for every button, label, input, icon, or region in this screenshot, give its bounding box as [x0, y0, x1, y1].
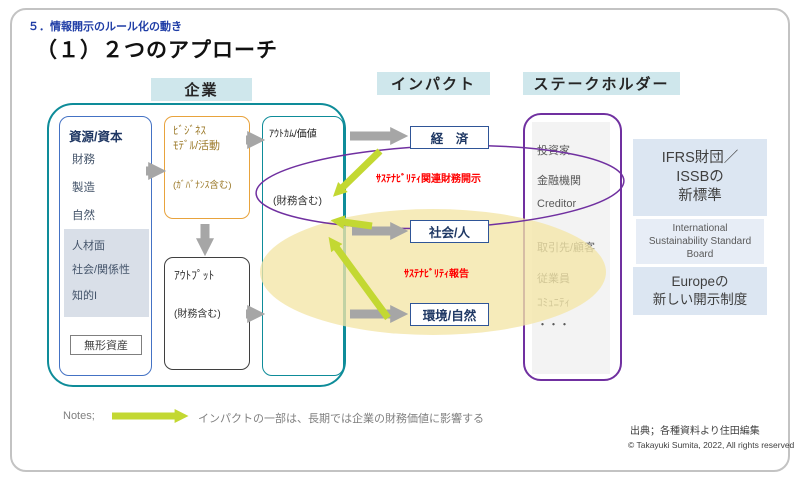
- stakeholder-employees: 従業員: [537, 273, 570, 285]
- intangible-assets-box: 無形資産: [70, 335, 142, 355]
- notes-text: インパクトの一部は、長期では企業の財務価値に影響する: [198, 413, 484, 425]
- header-company: 企業: [151, 78, 252, 101]
- stakeholder-etc: ・・・: [537, 319, 570, 331]
- resource-item-social: 社会/関係性: [72, 264, 131, 276]
- stakeholder-box: 投資家 金融機関 Creditor 取引先/顧客 従業員 ｺﾐｭﾆﾃｨ ・・・: [523, 113, 622, 381]
- output-box: ｱｳﾄﾌﾟｯﾄ (財務含む): [164, 257, 250, 370]
- header-stakeholder: ステークホルダー: [523, 72, 680, 95]
- output-label: ｱｳﾄﾌﾟｯﾄ: [174, 270, 215, 282]
- stakeholder-community: ｺﾐｭﾆﾃｨ: [537, 297, 570, 309]
- label-sustainability-report: ｻｽﾃﾅﾋﾞﾘﾃｨ報告: [404, 269, 469, 280]
- stakeholder-business-partners: 取引先/顧客: [537, 242, 596, 254]
- resources-box: 資源/資本 財務 製造 自然 人材面 社会/関係性 知的I 無形資産: [59, 116, 152, 376]
- panel-issb-fullname: International Sustainability Standard Bo…: [636, 219, 764, 264]
- impact-society-box: 社会/人: [410, 220, 489, 243]
- notes-label: Notes;: [63, 410, 95, 422]
- section-label: ５．情報開示のルール化の動き: [28, 21, 182, 33]
- resource-item-human: 人材面: [72, 240, 105, 252]
- header-impact: インパクト: [377, 72, 490, 95]
- output-note: (財務含む): [174, 309, 221, 320]
- outcome-note: (財務含む): [273, 195, 322, 207]
- stakeholder-investors: 投資家: [537, 145, 570, 157]
- page-title: （１）２つのアプローチ: [36, 39, 278, 62]
- outcome-label: ｱｳﾄｶﾑ/価値: [269, 129, 317, 140]
- resources-title: 資源/資本: [69, 130, 123, 144]
- resources-shaded-group: 人材面 社会/関係性 知的I: [64, 229, 149, 317]
- panel-ifrs-issb: IFRS財団／ ISSBの 新標準: [633, 139, 767, 216]
- impact-economy-box: 経 済: [410, 126, 489, 149]
- outcome-box: ｱｳﾄｶﾑ/価値 (財務含む): [262, 116, 344, 376]
- footer-copyright: © Takayuki Sumita, 2022, All rights rese…: [628, 440, 795, 450]
- footer-source: 出典；各種資料より住田編集: [630, 426, 760, 437]
- label-sustainability-financial-disclosure: ｻｽﾃﾅﾋﾞﾘﾃｨ関連財務開示: [376, 174, 481, 185]
- stakeholder-creditor: Creditor: [537, 198, 577, 210]
- business-model-box: ﾋﾞｼﾞﾈｽ ﾓﾃﾞﾙ/活動 (ｶﾞﾊﾞﾅﾝｽ含む): [164, 116, 250, 219]
- resource-item-finance: 財務: [72, 154, 95, 166]
- panel-europe-disclosure: Europeの 新しい開示制度: [633, 267, 767, 315]
- resource-item-intellectual: 知的I: [72, 290, 98, 302]
- impact-environment-box: 環境/自然: [410, 303, 489, 326]
- resource-item-nature: 自然: [72, 210, 95, 222]
- resource-item-manufacturing: 製造: [72, 182, 95, 194]
- stakeholder-financial-institutions: 金融機関: [537, 175, 581, 187]
- business-model-note: (ｶﾞﾊﾞﾅﾝｽ含む): [173, 180, 232, 191]
- business-model-label: ﾋﾞｼﾞﾈｽ ﾓﾃﾞﾙ/活動: [173, 125, 221, 153]
